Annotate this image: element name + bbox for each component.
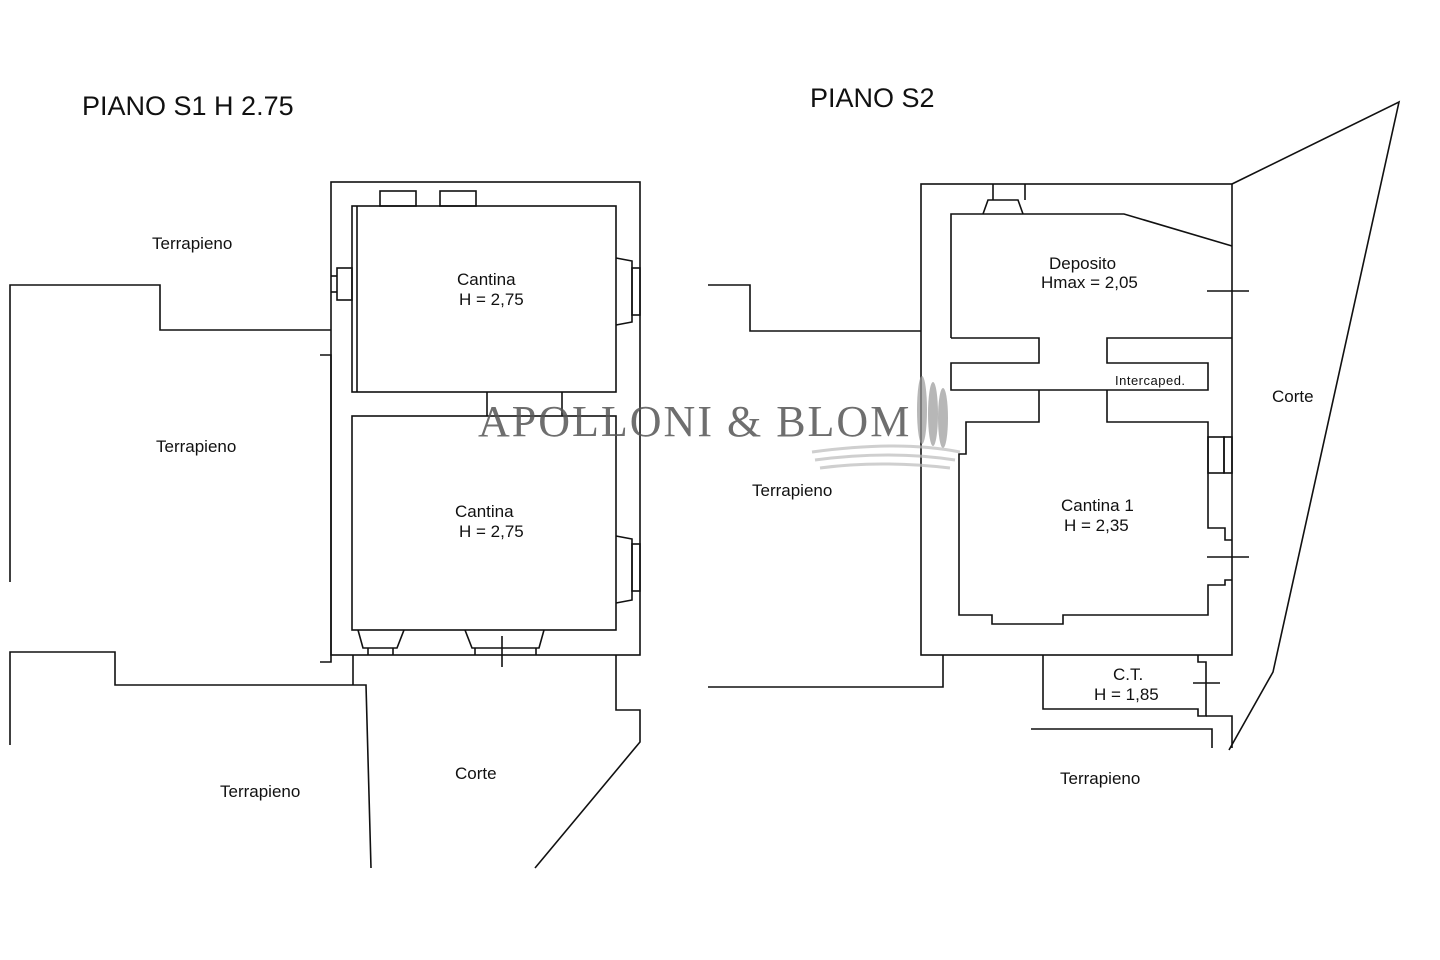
window-icon [1207,436,1225,474]
room-height: H = 2,35 [1064,516,1129,535]
watermark-logo [811,376,961,470]
window-icon [379,190,417,207]
label-terrapieno: Terrapieno [752,481,832,500]
label-terrapieno: Terrapieno [220,782,300,801]
label-corte: Corte [1272,387,1314,406]
room-name: Cantina 1 [1061,496,1134,515]
room-height: H = 1,85 [1094,685,1159,704]
plan-s1-title: PIANO S1 H 2.75 [82,91,294,121]
watermark-text: APOLLONI & BLOM [478,397,911,446]
room-height: H = 2,75 [459,290,524,309]
room-name: C.T. [1113,665,1143,684]
window-icon [615,535,633,604]
label-terrapieno: Terrapieno [1060,769,1140,788]
label-terrapieno: Terrapieno [156,437,236,456]
s2-ct-room [1042,655,1207,717]
plan-s2-walls [708,100,1401,751]
s2-cantina-room [958,390,1232,625]
room-name: Deposito [1049,254,1116,273]
plan-s1-walls [9,181,641,869]
window-icon [357,629,405,649]
chimney-icon [982,199,1024,215]
room-name: Cantina [455,502,514,521]
s2-deposito-room [950,213,1233,338]
s1-cantina-bottom-room [351,415,617,631]
plan-s2-title: PIANO S2 [810,83,935,113]
window-icon [615,257,633,326]
corte-boundary [1228,100,1401,751]
window-icon [464,629,545,649]
room-height: Hmax = 2,05 [1041,273,1138,292]
room-height: H = 2,75 [459,522,524,541]
room-name: Cantina [457,270,516,289]
window-icon [336,267,353,301]
label-terrapieno: Terrapieno [152,234,232,253]
label-corte: Corte [455,764,497,783]
label-intercapedine: Intercaped. [1115,373,1186,388]
window-icon [439,190,477,207]
